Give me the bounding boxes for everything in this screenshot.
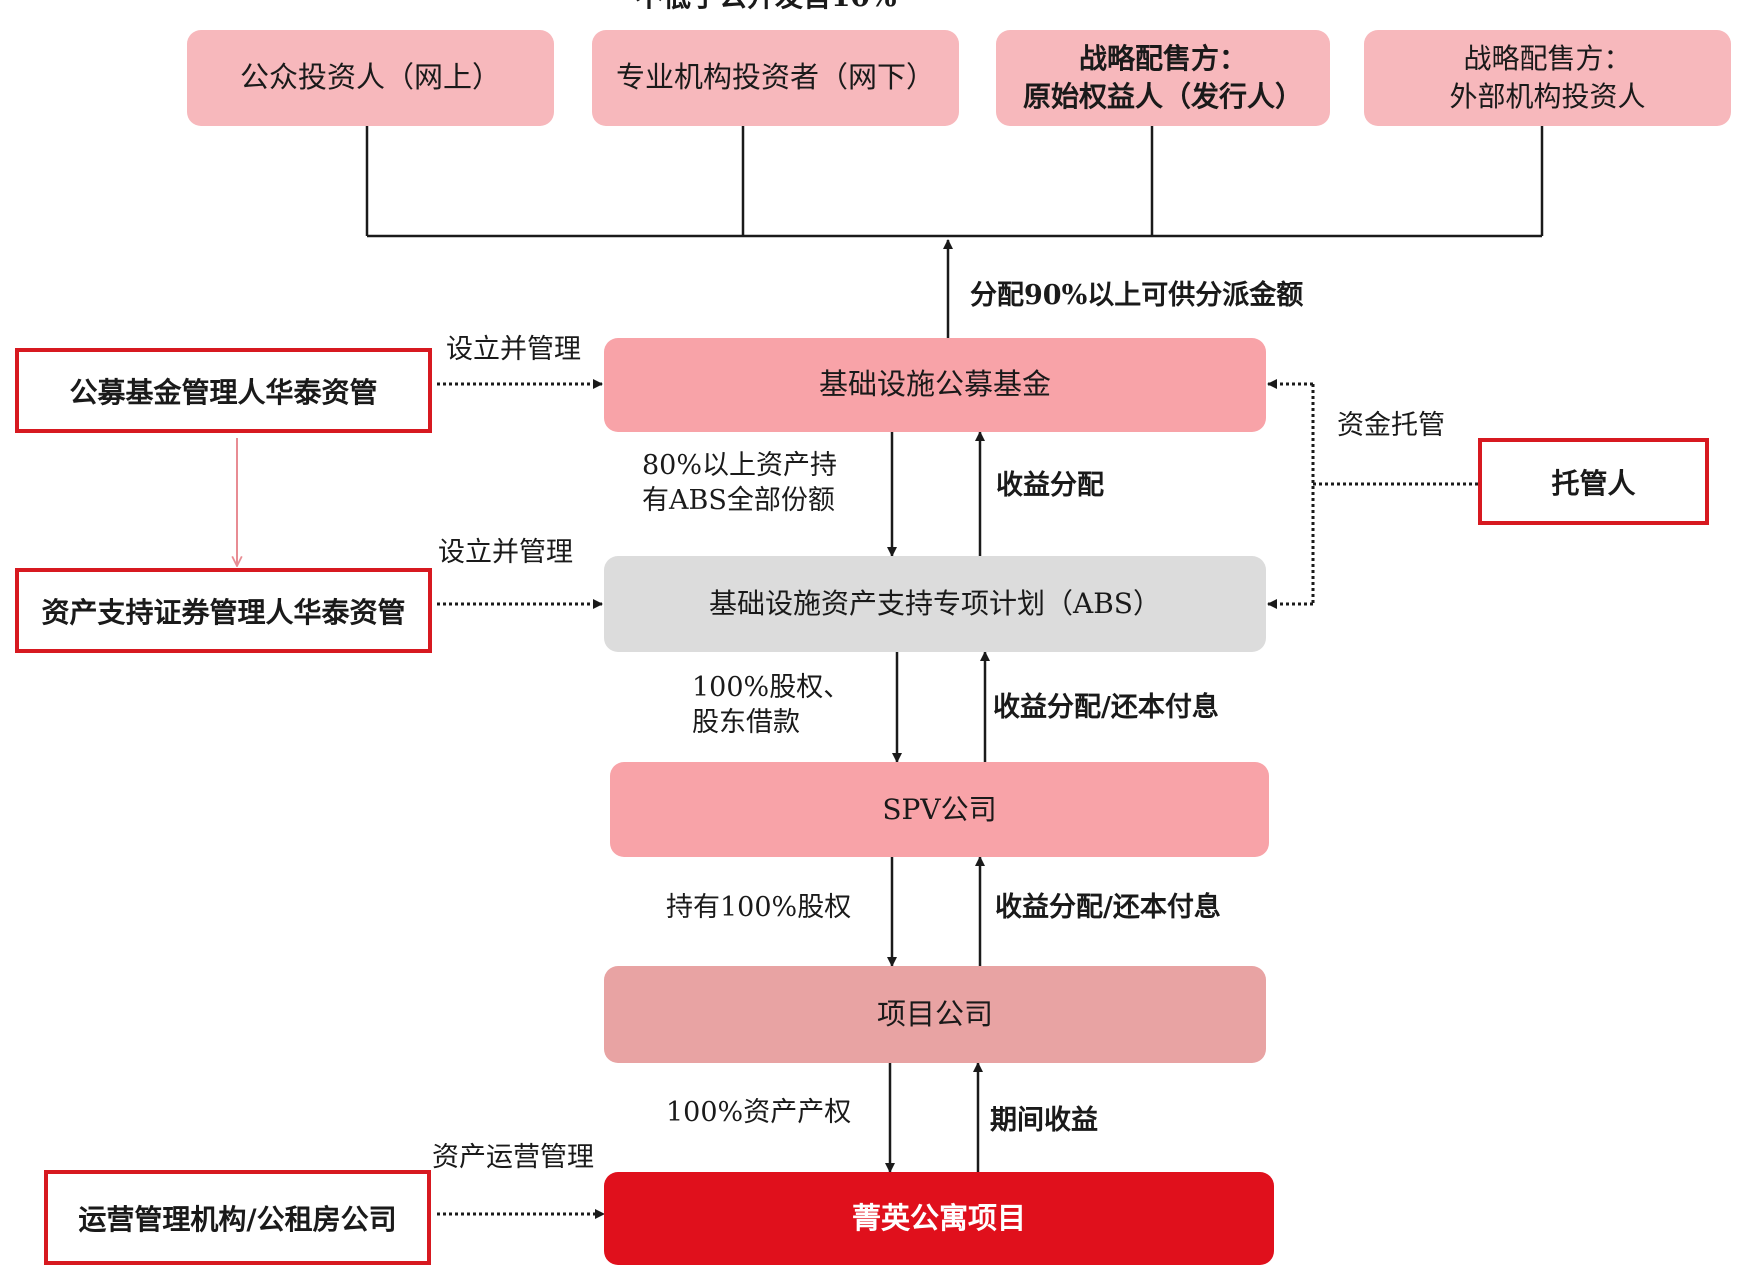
investor-institutional-offline-label: 专业机构投资者（网下）: [615, 60, 935, 95]
label-asset-ops: 资产运营管理: [432, 1142, 594, 1173]
label-income: 收益分配: [996, 470, 1104, 501]
project-company-node: 项目公司: [604, 966, 1266, 1063]
fund-manager-label: 公募基金管理人华泰资管: [69, 375, 378, 409]
label-asset-rights: 100%资产产权: [666, 1097, 852, 1128]
operator-box: 运营管理机构/公租房公司: [44, 1170, 431, 1265]
investor-public-online-label: 公众投资人（网上）: [239, 60, 501, 95]
label-equity-line1: 100%股权、: [692, 672, 851, 703]
label-equity: 100%股权、 股东借款: [692, 670, 850, 740]
label-hold-abs: 80%以上资产持 有ABS全部份额: [642, 448, 837, 518]
label-custody: 资金托管: [1337, 410, 1445, 441]
abs-manager-label: 资产支持证券管理人华泰资管: [41, 595, 406, 629]
operator-label: 运营管理机构/公租房公司: [78, 1202, 397, 1236]
fund-node: 基础设施公募基金: [604, 338, 1266, 432]
label-income-repay-1: 收益分配/还本付息: [993, 692, 1219, 723]
label-setup-abs: 设立并管理: [438, 537, 573, 568]
abs-node: 基础设施资产支持专项计划（ABS）: [604, 556, 1266, 652]
abs-manager-box: 资产支持证券管理人华泰资管: [15, 568, 432, 653]
investor-strategic-external: 战略配售方： 外部机构投资人: [1364, 30, 1731, 126]
investor-strategic-issuer-line1: 战略配售方：: [1078, 42, 1247, 76]
label-income-repay-2: 收益分配/还本付息: [995, 892, 1221, 923]
label-equity-line2: 股东借款: [692, 707, 800, 739]
investor-strategic-issuer: 战略配售方： 原始权益人（发行人）: [996, 30, 1330, 126]
investor-strategic-issuer-line2: 原始权益人（发行人）: [1022, 80, 1303, 113]
label-setup-fund: 设立并管理: [446, 334, 581, 365]
abs-node-label: 基础设施资产支持专项计划（ABS）: [709, 587, 1161, 621]
fund-manager-box: 公募基金管理人华泰资管: [15, 348, 432, 433]
fund-node-label: 基础设施公募基金: [818, 367, 1051, 402]
custodian-box: 托管人: [1478, 438, 1709, 525]
top-note: 不低于公开发售10%: [635, 0, 897, 15]
label-hold-abs-line2: 有ABS全部份额: [642, 485, 835, 517]
project-node-label: 菁英公寓项目: [851, 1200, 1026, 1235]
label-period-income: 期间收益: [990, 1105, 1098, 1136]
investor-strategic-external-line2: 外部机构投资人: [1449, 80, 1646, 113]
spv-node-label: SPV公司: [882, 792, 997, 826]
custodian-label: 托管人: [1551, 466, 1636, 500]
spv-node: SPV公司: [610, 762, 1269, 857]
investor-public-online: 公众投资人（网上）: [187, 30, 554, 126]
project-node: 菁英公寓项目: [604, 1172, 1274, 1265]
label-hold-equity: 持有100%股权: [666, 892, 852, 923]
investor-strategic-external-line1: 战略配售方：: [1463, 42, 1632, 76]
investor-institutional-offline: 专业机构投资者（网下）: [592, 30, 959, 126]
label-distribute: 分配90%以上可供分派金额: [970, 280, 1304, 311]
label-hold-abs-line1: 80%以上资产持: [642, 450, 838, 481]
project-company-node-label: 项目公司: [876, 996, 993, 1031]
